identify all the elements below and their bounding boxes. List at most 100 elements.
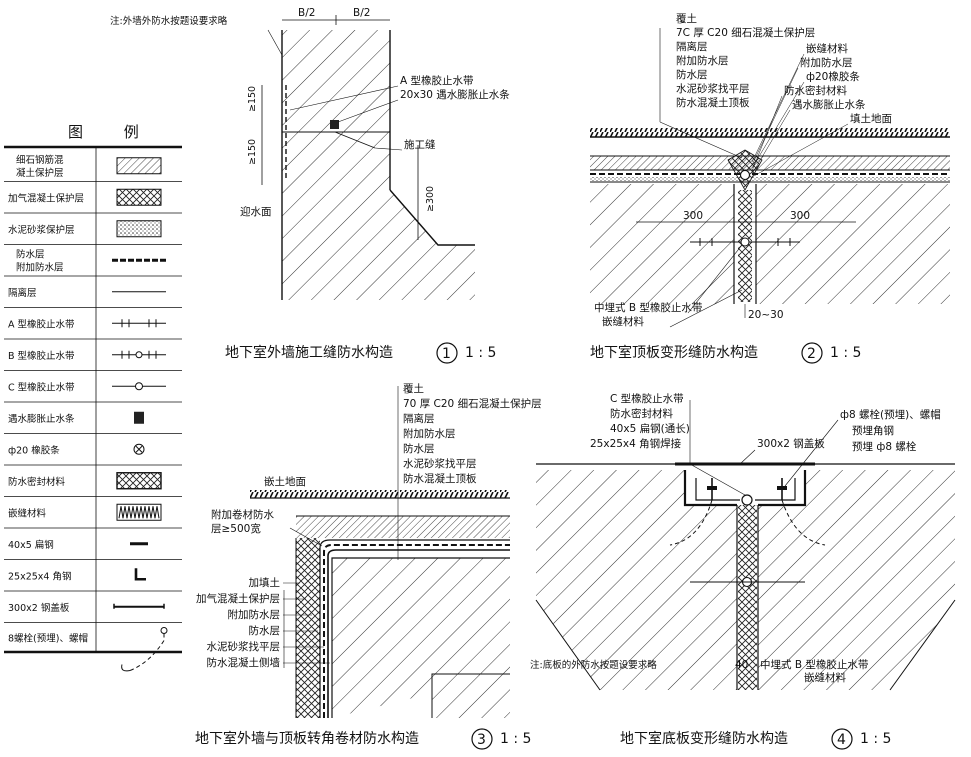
- legend-symbol-line-circle: [112, 382, 166, 391]
- legend-label: C 型橡胶止水带: [8, 381, 75, 393]
- detail3-layer-label: 隔离层: [403, 412, 435, 425]
- label-swell-strip: 20x30 遇水膨胀止水条: [400, 88, 510, 101]
- detail4-right-label: ф8 螺栓(预埋)、螺帽: [840, 408, 941, 421]
- detail4-caption: 地下室底板变形缝防水构造: [620, 730, 788, 747]
- dim-b-left: B/2: [298, 7, 315, 19]
- label-extra-membrane: 附加卷材防水: [211, 508, 274, 521]
- legend-label: 40x5 扁钢: [8, 539, 54, 551]
- dim-left-300: 300: [683, 210, 703, 222]
- legend-row: 隔离层: [4, 275, 182, 299]
- legend-label: 防水密封材料: [8, 476, 66, 488]
- detail2-layer-label: 防水混凝土顶板: [676, 96, 750, 109]
- label-joint-filler: 嵌缝材料: [602, 315, 644, 328]
- detail2-scale: 1 : 5: [830, 345, 861, 361]
- label-steel-plate: 300x2 钢盖板: [757, 437, 825, 450]
- detail3-layer-label: 水泥砂浆找平层: [403, 457, 477, 470]
- legend-symbol-hatch-diagonal: [116, 157, 162, 175]
- legend-symbol-cross-hatch: [116, 188, 162, 206]
- detail3-side-label: 防水层: [249, 624, 281, 637]
- detail3-layer-label: 防水混凝土顶板: [403, 472, 477, 485]
- detail2-right-label: 填土地面: [850, 112, 892, 125]
- label-b-band-4: 中埋式 B 型橡胶止水带: [760, 658, 868, 671]
- legend-symbol-line-ticks: [112, 319, 166, 328]
- legend-label: 8螺栓(预埋)、螺帽: [8, 632, 88, 644]
- dim-right-300: 300: [790, 210, 810, 222]
- dim-150-upper: ≥150: [247, 86, 258, 112]
- label-b-band: 中埋式 B 型橡胶止水带: [594, 301, 702, 314]
- label-fill-ground: 嵌土地面: [264, 475, 306, 488]
- detail3-layer-label: 附加防水层: [403, 427, 456, 440]
- legend-row: 水泥砂浆保护层: [4, 212, 182, 238]
- detail4-right-label: 预埋 ф8 螺栓: [852, 440, 917, 453]
- legend-symbol-dark-square: [134, 411, 144, 424]
- detail2-right-label: 遇水膨胀止水条: [792, 98, 866, 111]
- dim-b-right: B/2: [353, 7, 370, 19]
- detail2-layer-label: 附加防水层: [676, 54, 729, 67]
- detail3-caption: 地下室外墙与顶板转角卷材防水构造: [195, 730, 419, 747]
- legend-row: 300x2 钢盖板: [4, 590, 182, 614]
- detail2-layer-label: 覆土: [676, 12, 697, 25]
- legend-label: A 型橡胶止水带: [8, 318, 75, 330]
- legend-label: 防水层: [16, 249, 45, 261]
- label-extra-width: 层≥500宽: [211, 522, 261, 535]
- detail4-note: 注:底板的外防水按题设要求略: [530, 659, 657, 671]
- detail2-layer-label: 7C 厚 C20 细石混凝土保护层: [676, 26, 815, 39]
- legend-label: 细石钢筋混: [16, 154, 64, 166]
- legend-label: B 型橡胶止水带: [8, 350, 75, 362]
- legend-label: 水泥砂浆保护层: [8, 224, 75, 236]
- legend-row: ф20 橡胶条: [4, 433, 182, 456]
- detail2-right-label: 附加防水层: [800, 56, 853, 69]
- legend-label: 遇水膨胀止水条: [8, 413, 75, 425]
- detail4-left-label: 40x5 扁钢(通长): [610, 422, 690, 435]
- detail2-number: 2: [807, 346, 816, 362]
- detail2-layer-label: 水泥砂浆找平层: [676, 82, 750, 95]
- detail2-right-label: 嵌缝材料: [806, 42, 848, 55]
- legend-symbol-plate-line: [113, 603, 165, 609]
- legend-row: 防水密封材料: [4, 464, 182, 490]
- label-joint-filler-4: 嵌缝材料: [804, 671, 846, 684]
- detail1-scale: 1 : 5: [465, 345, 496, 361]
- detail2-right-label: ф20橡胶条: [806, 70, 860, 83]
- legend-title: 图 例: [68, 123, 157, 141]
- detail3-scale: 1 : 5: [500, 731, 531, 747]
- legend-row: A 型橡胶止水带: [4, 307, 182, 330]
- legend-row: 嵌缝材料: [4, 496, 182, 521]
- detail3-layer-label: 覆土: [403, 382, 424, 395]
- detail2-caption: 地下室顶板变形缝防水构造: [590, 344, 758, 361]
- legend-label: 隔离层: [8, 287, 37, 299]
- detail1-caption: 地下室外墙施工缝防水构造: [225, 344, 393, 361]
- detail3-side-label: 附加防水层: [228, 608, 281, 621]
- dim-gap: 20~30: [748, 309, 784, 321]
- detail4-left-label: 防水密封材料: [610, 407, 673, 420]
- label-water-face: 迎水面: [240, 206, 272, 218]
- detail3-side-label: 水泥砂浆找平层: [207, 640, 281, 653]
- detail4-number: 4: [837, 732, 846, 748]
- detail4-right-label: 预埋角钢: [852, 424, 894, 437]
- detail3-number: 3: [477, 732, 486, 748]
- detail4-left-label: C 型橡胶止水带: [610, 392, 684, 405]
- detail4-scale: 1 : 5: [860, 731, 891, 747]
- legend-row: C 型橡胶止水带: [4, 370, 182, 393]
- legend-symbol-zigzag: [116, 503, 162, 521]
- detail3-layer-label: 防水层: [403, 442, 435, 455]
- label-a-band: A 型橡胶止水带: [400, 74, 474, 87]
- legend-symbol-line-ticks-circle: [112, 350, 166, 359]
- detail-1: B/2 B/2 注:外墙外防水按题设要求略 A 型橡胶止水带 20x30 遇水膨…: [110, 7, 510, 364]
- legend-label: 25x25x4 角钢: [8, 570, 72, 582]
- detail1-note: 注:外墙外防水按题设要求略: [110, 15, 228, 27]
- legend-symbol-cross-hatch-dense: [116, 472, 162, 490]
- legend-label: 凝土保护层: [16, 167, 64, 179]
- legend-label: 300x2 钢盖板: [8, 602, 70, 614]
- dim-150-lower: ≥150: [247, 139, 258, 165]
- legend-row: 25x25x4 角钢: [4, 559, 182, 582]
- legend-row: B 型橡胶止水带: [4, 338, 182, 362]
- legend-row: 加气混凝土保护层: [4, 181, 182, 206]
- detail3-side-label: 加填土: [249, 576, 281, 589]
- legend-symbol-dots: [116, 220, 162, 238]
